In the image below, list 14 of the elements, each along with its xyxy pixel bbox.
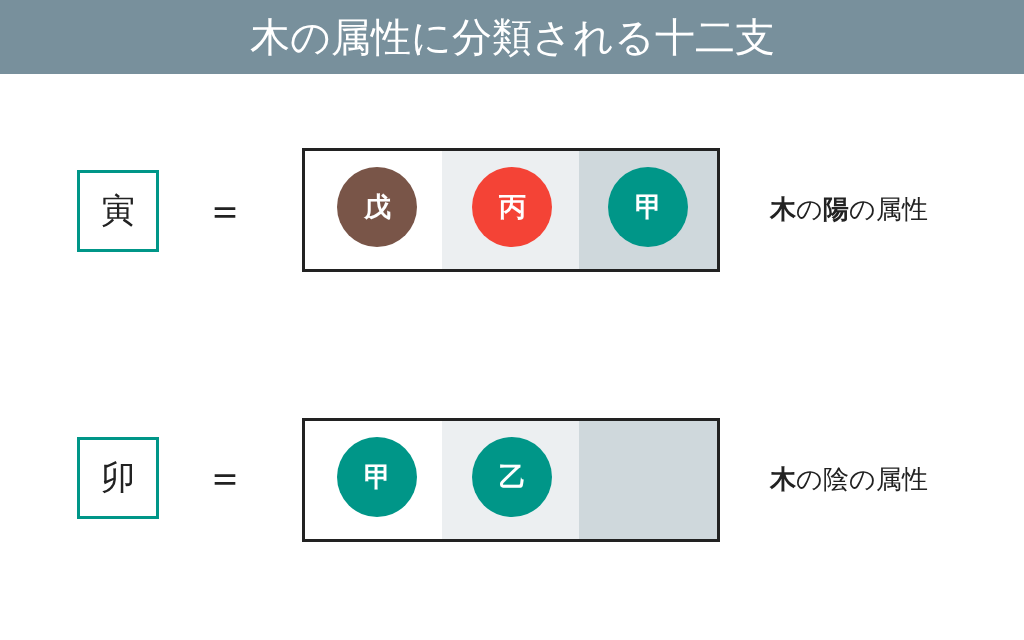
stem-circle: 乙 xyxy=(472,437,552,517)
branch-box: 寅 xyxy=(77,170,159,252)
branch-box: 卯 xyxy=(77,437,159,519)
equals-sign: ＝ xyxy=(205,190,245,230)
stem-circle: 戊 xyxy=(337,167,417,247)
equals-sign: ＝ xyxy=(205,457,245,497)
stem-circle: 甲 xyxy=(608,167,688,247)
stem-circle: 丙 xyxy=(472,167,552,247)
attribute-label: 木の陰の属性 xyxy=(770,463,928,496)
stem-bar xyxy=(302,148,720,272)
title-banner: 木の属性に分類される十二支 xyxy=(0,0,1024,74)
stem-circle: 甲 xyxy=(337,437,417,517)
stem-bar xyxy=(302,418,720,542)
attribute-label: 木の陽の属性 xyxy=(770,193,928,226)
